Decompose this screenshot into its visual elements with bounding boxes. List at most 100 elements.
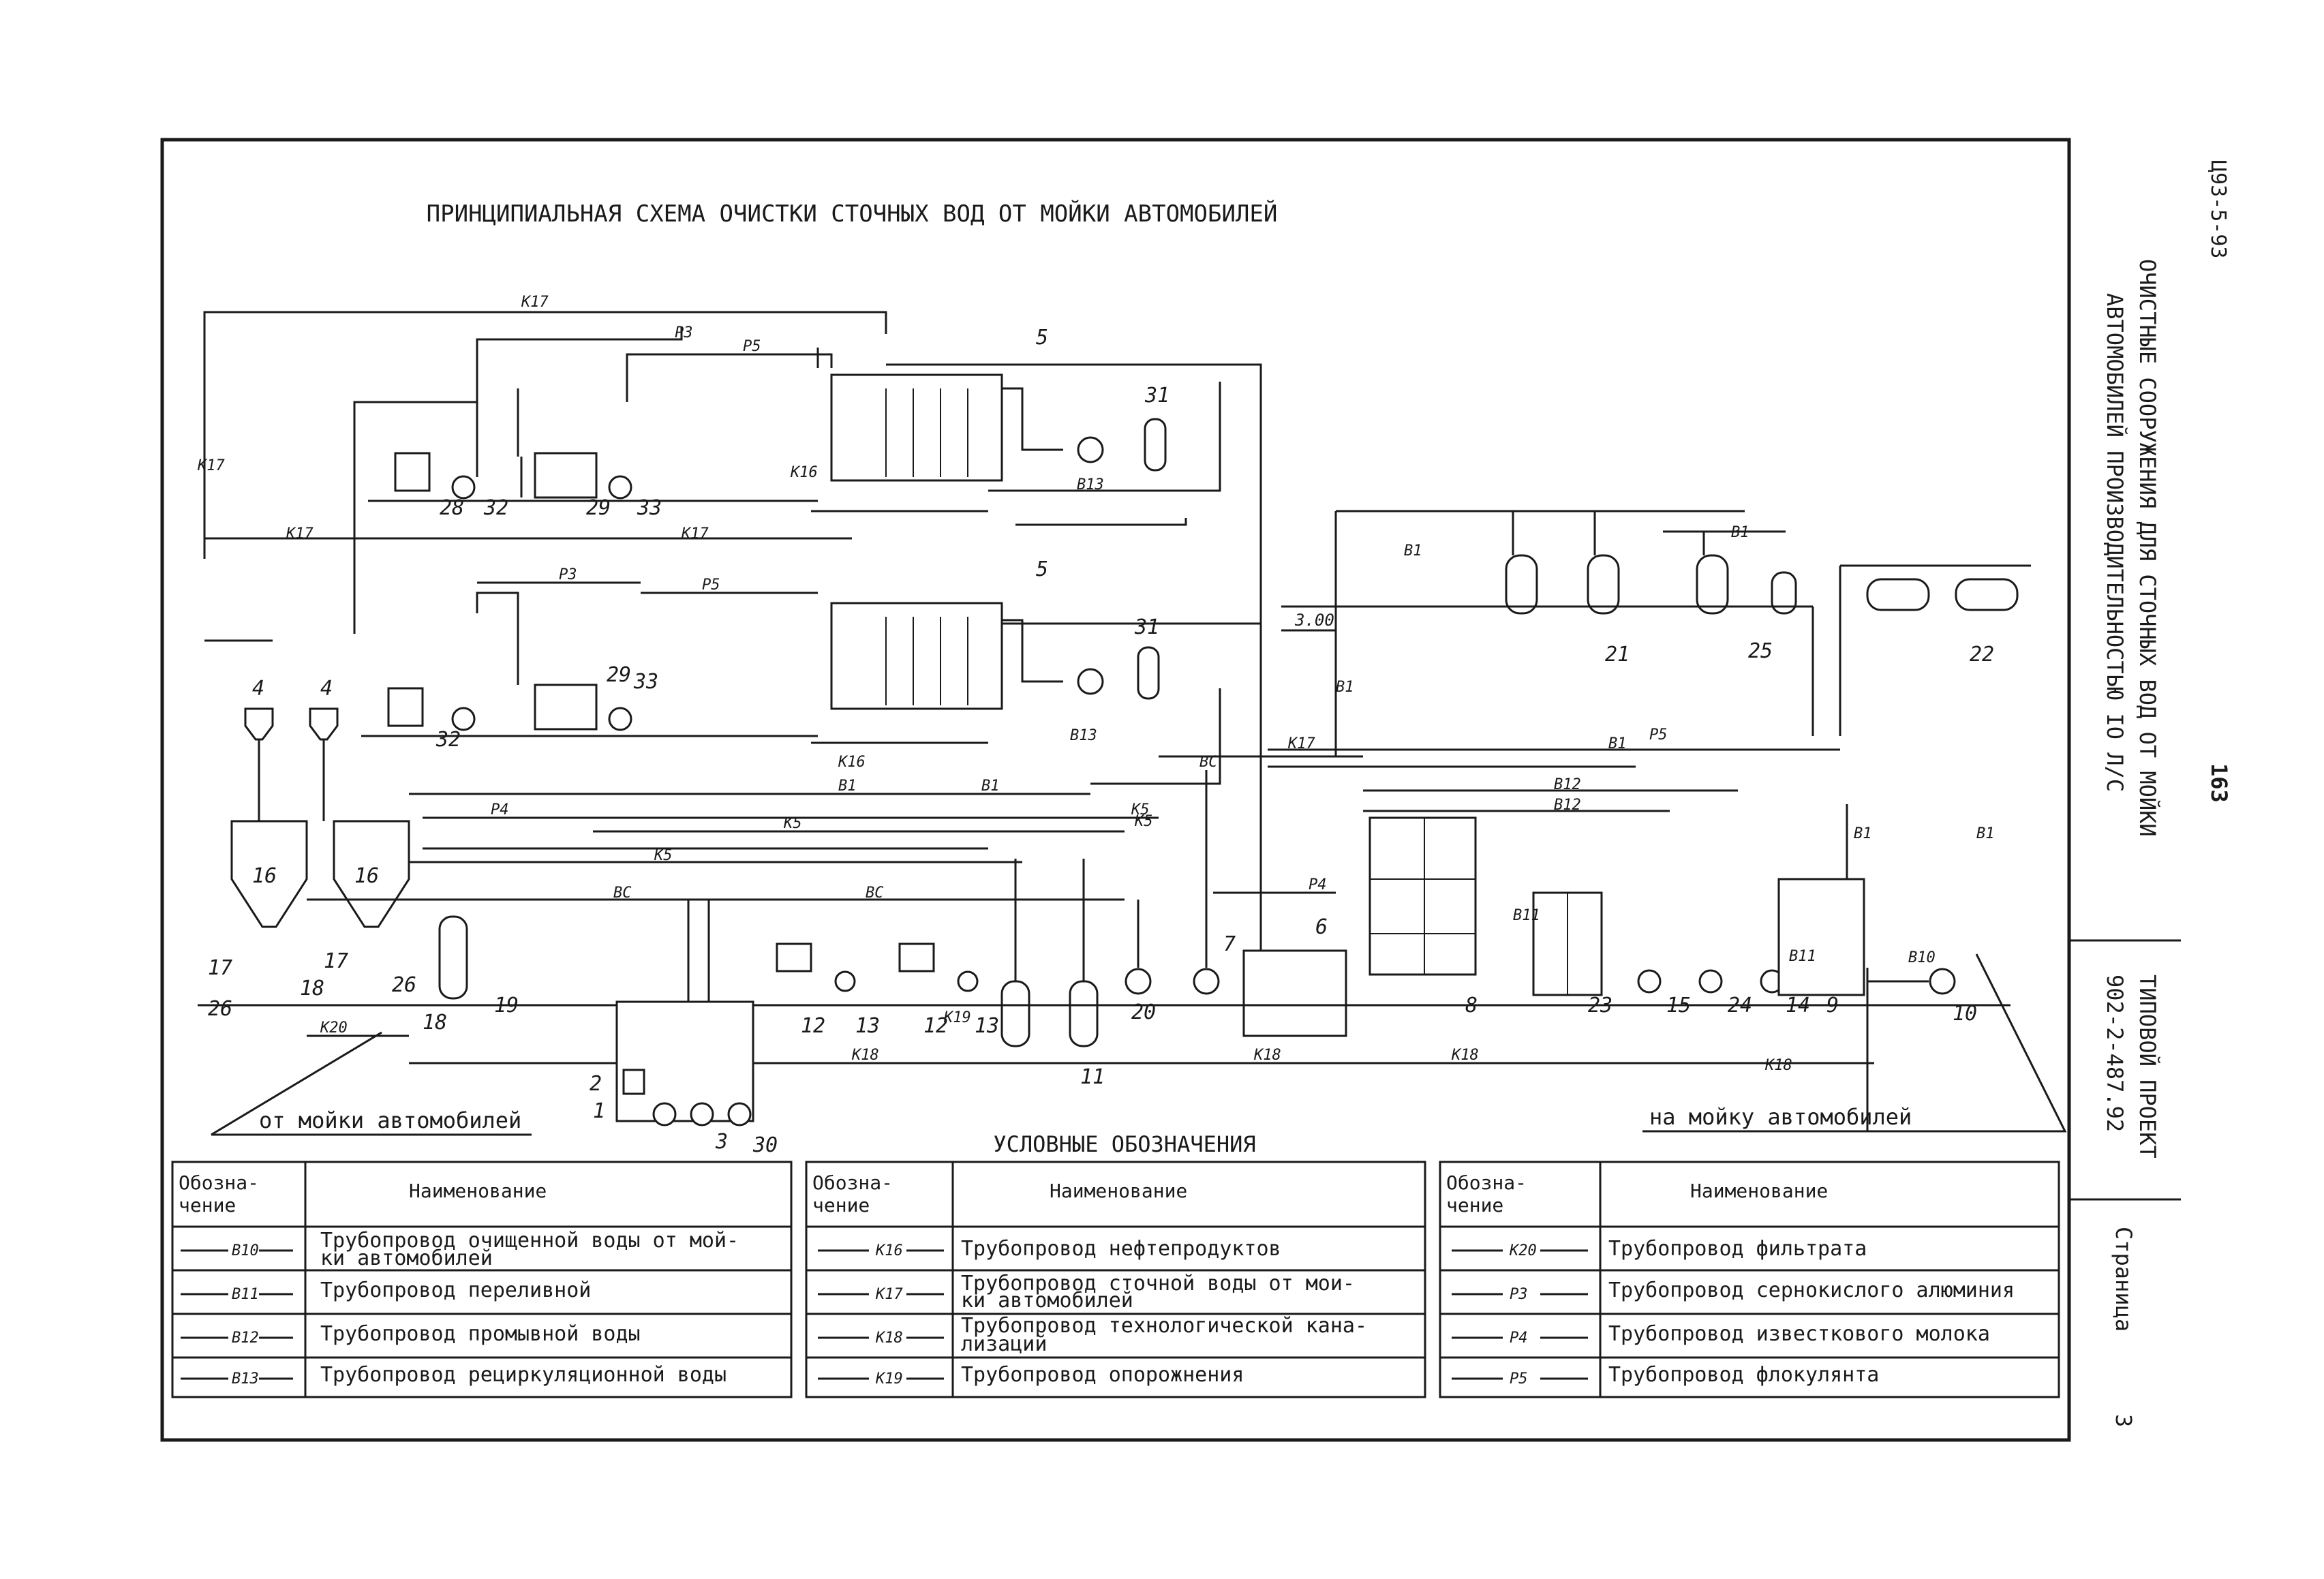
equipment-label: 17 <box>324 949 348 973</box>
line-code: В12 <box>1554 797 1581 814</box>
legend-table-2: Обозна- чение Наименование К16 Трубопров… <box>805 1161 1426 1398</box>
line-code: К5 <box>783 815 802 832</box>
equipment-label: 32 <box>483 496 508 520</box>
legend-code-header: Обозна- <box>812 1171 893 1194</box>
legend-code: К20 <box>1509 1242 1537 1259</box>
line-code: Р3 <box>559 566 577 583</box>
equipment-label: 33 <box>637 496 662 520</box>
line-code: В11 <box>1789 948 1816 965</box>
side-title-line1: ОЧИСТНЫЕ СООРУЖЕНИЯ ДЛЯ СТОЧНЫХ ВОД ОТ М… <box>2135 259 2160 837</box>
line-code: В11 <box>1513 907 1540 924</box>
equipment-label: 9 <box>1826 994 1839 1017</box>
equipment-label: 7 <box>1223 932 1236 956</box>
legend-code-header: чение <box>812 1194 870 1216</box>
legend-code: Р3 <box>1510 1286 1528 1303</box>
legend-name-header: Наименование <box>1050 1180 1187 1202</box>
line-code: Р3 <box>675 324 693 341</box>
legend-name: Трубопровод флокулянта <box>1608 1363 1879 1387</box>
equipment-label: 26 <box>208 997 232 1021</box>
legend-code-header: чение <box>179 1194 236 1216</box>
line-code: К17 <box>197 457 225 474</box>
legend-code-header: чение <box>1446 1194 1503 1216</box>
equipment-label: 24 <box>1728 994 1752 1017</box>
legend-code: Р5 <box>1510 1370 1528 1388</box>
legend-name-header: Наименование <box>409 1180 547 1202</box>
project-line1: ТИПОВОЙ ПРОЕКТ <box>2135 975 2160 1159</box>
legend-name: Трубопровод очищенной воды от мой- <box>320 1229 739 1253</box>
line-code: В13 <box>1070 727 1097 744</box>
legend-name: лизаций <box>961 1332 1047 1356</box>
line-code: В12 <box>1554 776 1581 793</box>
line-code: Р4 <box>1309 876 1327 893</box>
legend-code: В11 <box>232 1286 259 1303</box>
line-code: К18 <box>1451 1047 1479 1064</box>
equipment-label: 29 <box>607 663 631 687</box>
legend-name: ки автомобилей <box>320 1246 493 1270</box>
line-code: В1 <box>1976 825 1995 842</box>
line-code: В1 <box>1731 524 1749 541</box>
equipment-label: 10 <box>1953 1002 1977 1026</box>
to-washing-label: на мойку автомобилей <box>1649 1104 1912 1130</box>
equipment-label: 5 <box>1036 326 1048 350</box>
line-code: К18 <box>1764 1057 1792 1074</box>
equipment-label: 26 <box>392 973 416 997</box>
line-code: В13 <box>1077 476 1104 493</box>
line-code: Р5 <box>1649 726 1668 743</box>
equipment-label: 17 <box>208 956 232 980</box>
equipment-label: 29 <box>586 496 611 520</box>
equipment-label: 5 <box>1036 557 1048 581</box>
equipment-label: 12 <box>801 1014 825 1038</box>
equipment-label: 4 <box>252 677 264 701</box>
equipment-label: 11 <box>1080 1065 1105 1089</box>
line-code: К17 <box>286 525 314 542</box>
line-code: В1 <box>1404 542 1422 559</box>
legend-code: К16 <box>875 1242 903 1259</box>
line-code: В1 <box>1854 825 1872 842</box>
equipment-label: 31 <box>1144 384 1169 408</box>
side-title-line2: АВТОМОБИЛЕЙ ПРОИЗВОДИТЕЛЬНОСТЬЮ IO Л/С <box>2102 293 2128 792</box>
line-code: К17 <box>681 525 709 542</box>
equipment-label: 6 <box>1315 915 1328 939</box>
legend-name: Трубопровод рециркуляционной воды <box>320 1363 727 1387</box>
legend-code: Р4 <box>1510 1330 1528 1347</box>
line-code: Р4 <box>491 801 509 818</box>
legend-name: Трубопровод сернокислого алюминия <box>1608 1278 2015 1302</box>
line-code: К17 <box>521 294 549 311</box>
equipment-label: 16 <box>252 864 277 888</box>
legend-code: В13 <box>232 1370 259 1388</box>
line-code: ВС <box>866 885 884 902</box>
line-code: В1 <box>1608 735 1627 752</box>
doc-code: Ц93-5-93 <box>2206 160 2230 259</box>
line-code: К5 <box>1131 801 1150 818</box>
page-value: 3 <box>2111 1414 2137 1427</box>
legend-code: К18 <box>875 1330 903 1347</box>
line-code: К20 <box>320 1020 348 1037</box>
equipment-label: 15 <box>1666 994 1691 1017</box>
equipment-label: 20 <box>1131 1000 1156 1024</box>
legend-name: Трубопровод промывной воды <box>320 1322 641 1346</box>
equipment-label: 23 <box>1588 994 1612 1017</box>
project-line2: 902-2-487.92 <box>2102 975 2128 1132</box>
legend-name: Трубопровод фильтрата <box>1608 1237 1867 1261</box>
equipment-label: 13 <box>975 1014 999 1038</box>
line-code: ВС <box>1199 754 1218 771</box>
line-code: Р5 <box>743 338 761 355</box>
equipment-label: 30 <box>752 1133 778 1157</box>
legend-table-1: Обозна- чение Наименование В10 Трубопров… <box>171 1161 793 1398</box>
sheet-title: ПРИНЦИПИАЛЬНАЯ СХЕМА ОЧИСТКИ СТОЧНЫХ ВОД… <box>427 200 1278 228</box>
line-code: К5 <box>654 847 673 864</box>
equipment-label: 31 <box>1134 615 1159 639</box>
equipment-label: 32 <box>435 728 461 752</box>
equipment-label: 12 <box>923 1014 948 1038</box>
legend-code-header: Обозна- <box>179 1171 259 1194</box>
equipment-label: 13 <box>855 1014 880 1038</box>
legend-code: В10 <box>232 1242 259 1259</box>
line-code: В1 <box>1336 679 1354 696</box>
line-code: К5 <box>1134 813 1153 830</box>
equipment-label: 33 <box>633 670 658 694</box>
page-number: 163 <box>2206 763 2232 803</box>
line-code: В1 <box>981 778 1000 795</box>
equipment-label: 1 <box>593 1099 605 1123</box>
from-washing-label: от мойки автомобилей <box>259 1107 521 1133</box>
